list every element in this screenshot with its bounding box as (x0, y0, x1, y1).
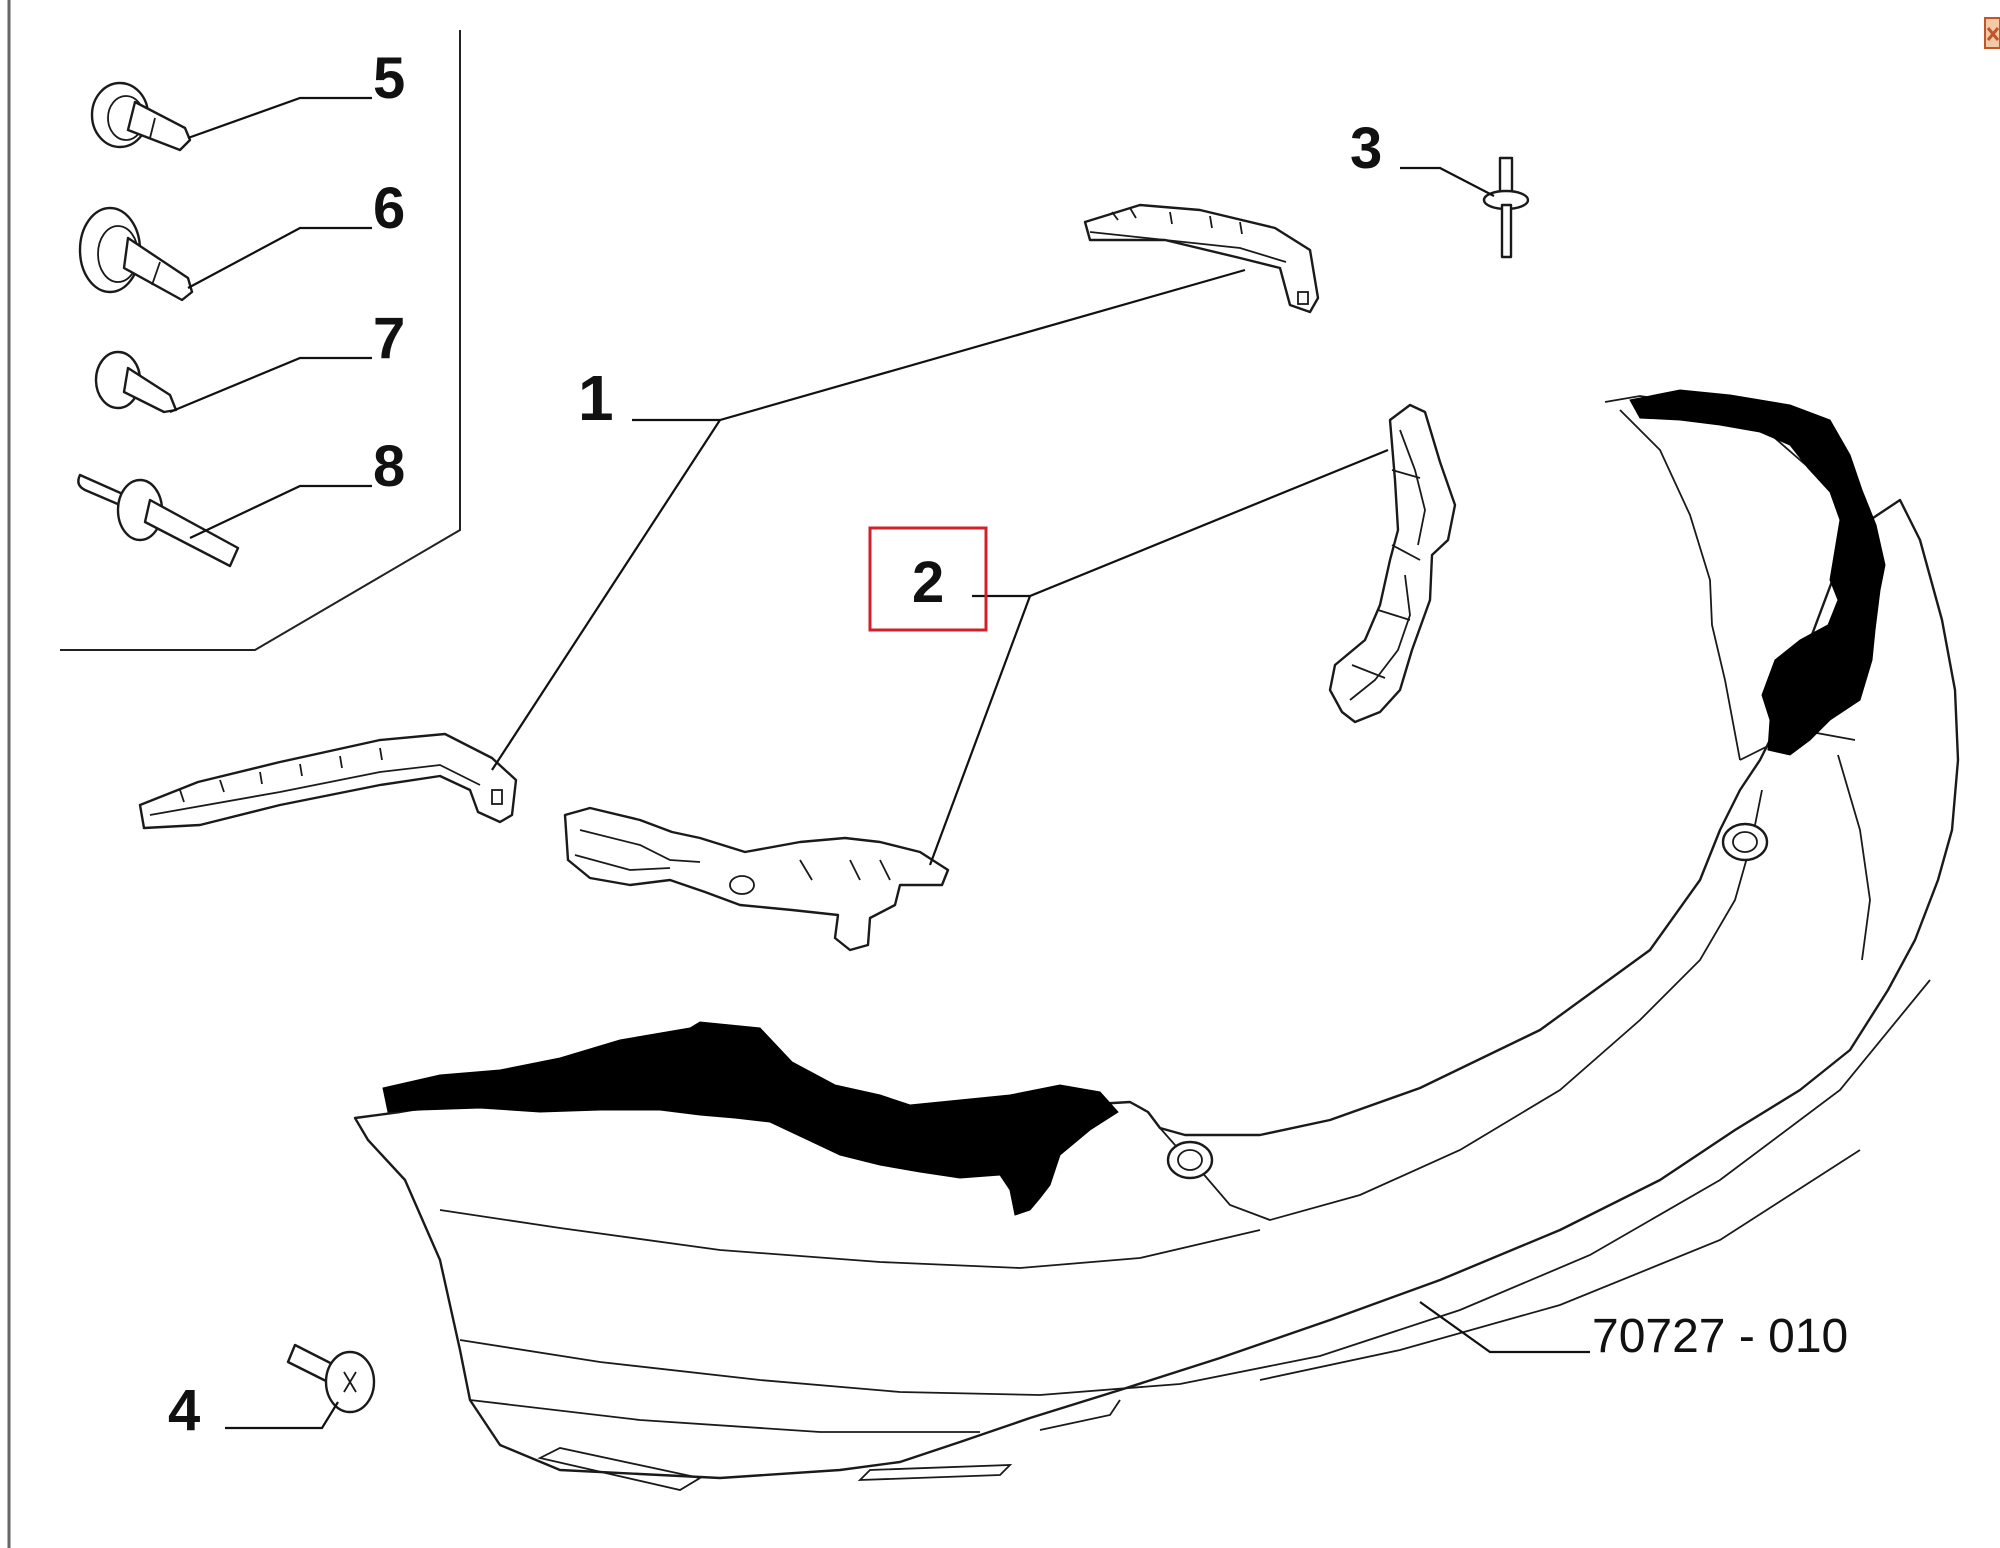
callout-3-label: 3 (1350, 116, 1382, 181)
fastener-3-icon (1482, 156, 1530, 259)
callout-4-label: 4 (168, 1378, 200, 1443)
callout-2-highlight[interactable] (868, 526, 988, 632)
fastener-7-icon (94, 350, 178, 414)
bumper-right-absorber (1629, 389, 1886, 756)
bracket-2-left (563, 806, 950, 952)
callout-8-label: 8 (373, 434, 405, 499)
callout-6-label: 6 (373, 176, 405, 241)
parking-sensor-left (1166, 1140, 1214, 1180)
leader-lines (169, 96, 1590, 1430)
close-icon[interactable] (1984, 17, 2000, 49)
drawing-code: 70727 - 010 (1592, 1310, 1848, 1363)
fastener-4-icon (286, 1343, 376, 1414)
rear-bumper (353, 395, 1960, 1491)
parking-sensor-right (1721, 822, 1769, 862)
bracket-2-right (1328, 403, 1457, 724)
callout-2-label: 2 (912, 550, 944, 615)
callout-5-label: 5 (373, 46, 405, 111)
fastener-5-icon (90, 81, 192, 152)
callout-7-label: 7 (373, 306, 405, 371)
fastener-8-icon (77, 473, 240, 568)
fastener-inset-panel (60, 30, 461, 651)
callout-1-label: 1 (578, 362, 614, 434)
bracket-1-upper (1083, 203, 1320, 314)
bumper-left-absorber (382, 1021, 1119, 1216)
fastener-6-icon (78, 206, 194, 302)
bracket-1-lower (138, 732, 518, 830)
